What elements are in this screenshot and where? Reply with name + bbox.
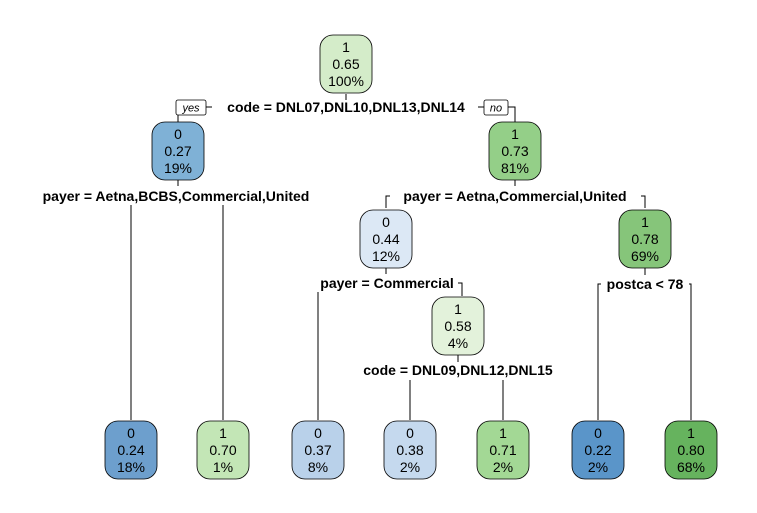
no-tag: no: [483, 99, 509, 116]
node-percent: 8%: [308, 459, 328, 475]
node-box: [151, 121, 205, 181]
node-class: 0: [314, 425, 322, 441]
node-box: [291, 420, 345, 480]
node-percent: 81%: [501, 160, 529, 176]
tree-edges: [130, 94, 692, 420]
split-n2: payer = Aetna,BCBS,Commercial,United: [43, 188, 310, 204]
node-class: 1: [499, 425, 507, 441]
node-box: [571, 420, 625, 480]
node-box: [319, 34, 373, 94]
node-percent: 12%: [372, 248, 400, 264]
tree-node-leaf12: 00.378%: [291, 420, 345, 480]
node-class: 0: [382, 214, 390, 230]
node-prob: 0.27: [164, 143, 191, 159]
node-prob: 0.24: [117, 442, 144, 458]
node-class: 1: [454, 301, 462, 317]
node-box: [618, 209, 672, 269]
node-class: 1: [342, 39, 350, 55]
node-percent: 18%: [117, 459, 145, 475]
node-prob: 0.73: [501, 143, 528, 159]
node-box: [476, 420, 530, 480]
edge-n7-right: [689, 283, 692, 420]
split-n3: payer = Aetna,Commercial,United: [403, 188, 626, 204]
edge-n3-right: [641, 195, 646, 208]
no-label: no: [490, 103, 502, 115]
node-prob: 0.37: [304, 442, 331, 458]
node-percent: 2%: [400, 459, 420, 475]
yes-tag: yes: [175, 99, 207, 116]
node-box: [431, 296, 485, 356]
node-prob: 0.78: [631, 231, 658, 247]
node-percent: 68%: [677, 459, 705, 475]
tree-nodes: 10.65100%00.2719%10.7381%00.4412%10.7869…: [104, 34, 718, 480]
node-percent: 19%: [164, 160, 192, 176]
node-prob: 0.70: [209, 442, 236, 458]
node-percent: 69%: [631, 248, 659, 264]
node-percent: 2%: [493, 459, 513, 475]
node-percent: 100%: [328, 73, 364, 89]
node-class: 1: [219, 425, 227, 441]
node-class: 1: [511, 126, 519, 142]
node-box: [104, 420, 158, 480]
node-prob: 0.80: [677, 442, 704, 458]
node-class: 1: [687, 425, 695, 441]
edge-n7-left: [597, 283, 601, 420]
split-n6: payer = Commercial: [320, 275, 453, 291]
node-class: 1: [641, 214, 649, 230]
yes-label: yes: [181, 103, 200, 115]
split-n7: postca < 78: [607, 276, 684, 292]
node-percent: 1%: [213, 459, 233, 475]
node-class: 0: [406, 425, 414, 441]
node-prob: 0.58: [444, 318, 471, 334]
node-box: [488, 121, 542, 181]
node-prob: 0.71: [489, 442, 516, 458]
node-percent: 2%: [588, 459, 608, 475]
split-root: code = DNL07,DNL10,DNL13,DNL14: [227, 99, 465, 115]
node-prob: 0.22: [584, 442, 611, 458]
tree-node-n13: 10.584%: [431, 296, 485, 356]
tree-node-leaf26: 00.382%: [383, 420, 437, 480]
tree-node-leaf14: 00.222%: [571, 420, 625, 480]
node-prob: 0.44: [372, 231, 399, 247]
split-n13: code = DNL09,DNL12,DNL15: [363, 362, 553, 378]
split-labels: code = DNL07,DNL10,DNL13,DNL14 payer = A…: [43, 99, 684, 378]
node-percent: 4%: [448, 335, 468, 351]
node-class: 0: [174, 126, 182, 142]
node-box: [196, 420, 250, 480]
edge-n6-right: [458, 282, 463, 296]
edge-n3-left: [385, 195, 390, 208]
node-box: [383, 420, 437, 480]
node-box: [664, 420, 718, 480]
node-prob: 0.38: [396, 442, 423, 458]
node-prob: 0.65: [332, 56, 359, 72]
tree-node-leaf5: 10.701%: [196, 420, 250, 480]
node-class: 0: [594, 425, 602, 441]
node-box: [359, 209, 413, 269]
node-class: 0: [127, 425, 135, 441]
tree-node-leaf27: 10.712%: [476, 420, 530, 480]
